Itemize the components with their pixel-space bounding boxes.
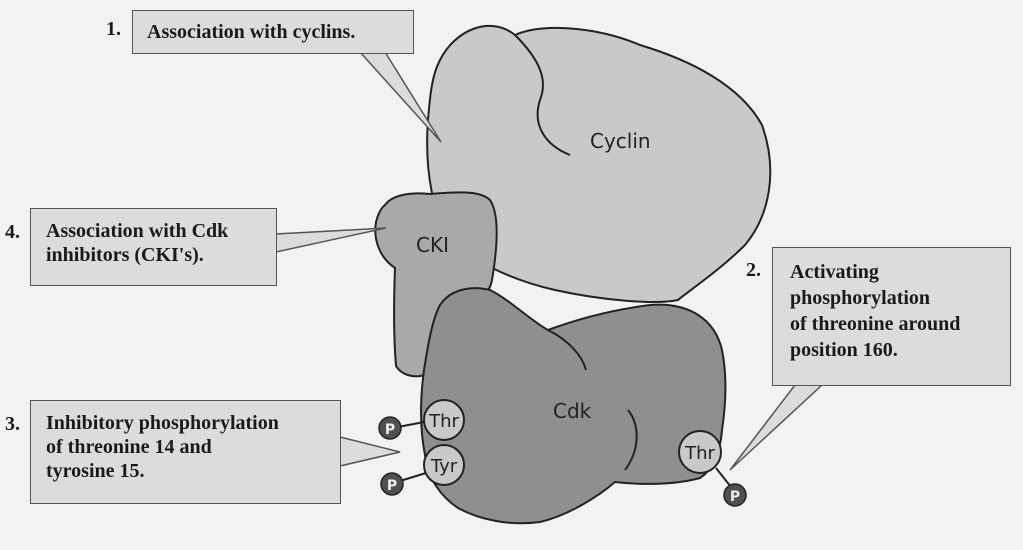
callout-4-box: Association with Cdk inhibitors (CKI's). [30,208,277,286]
callout-3-pointer [340,437,400,466]
callout-2-line-3: of threonine around [790,311,1010,337]
cdk-label: Cdk [553,399,592,423]
callout-1-line-1: Association with cyclins. [147,20,413,44]
thr-right-label: Thr [684,443,715,464]
callout-4-line-2: inhibitors (CKI's). [46,243,276,267]
callout-3-box: Inhibitory phosphorylation of threonine … [30,400,341,504]
callout-3-line-2: of threonine 14 and [46,435,340,459]
phosphate-bond-thr [398,422,424,427]
phosphate-thr-left-label: P [385,422,395,438]
callout-2-line-1: Activating [790,259,1010,285]
phosphate-bond-thr-right [716,468,731,487]
callout-1-box: Association with cyclins. [132,10,414,54]
callout-4-pointer [276,228,386,252]
thr-left-label: Thr [428,411,459,432]
callout-4-line-1: Association with Cdk [46,219,276,243]
callout-3-number: 3. [5,413,20,436]
callout-2-number: 2. [746,259,761,282]
phosphate-thr-right-label: P [730,489,740,505]
callout-1-number: 1. [106,18,121,41]
callout-2-box: Activating phosphorylation of threonine … [772,247,1011,386]
callout-2-line-4: position 160. [790,337,1010,363]
callout-4-number: 4. [5,221,20,244]
callout-3-line-3: tyrosine 15. [46,459,340,483]
callout-3-line-1: Inhibitory phosphorylation [46,411,340,435]
phosphate-tyr-left-label: P [387,478,397,494]
tyr-left-label: Tyr [430,456,458,477]
callout-2-line-2: phosphorylation [790,285,1010,311]
cyclin-label: Cyclin [590,129,651,153]
phosphate-bond-tyr [400,473,426,481]
callout-1-pointer [360,52,441,142]
cki-label: CKI [416,233,449,257]
callout-2-pointer [730,385,822,470]
